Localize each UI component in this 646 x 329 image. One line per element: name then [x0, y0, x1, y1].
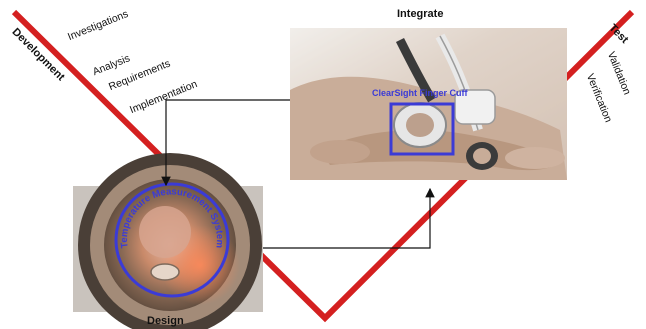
design-title: Design — [147, 315, 184, 327]
integrate-photo-caption: ClearSight Finger Cuff — [372, 88, 468, 98]
integrate-title: Integrate — [397, 8, 443, 20]
integrate-photo — [290, 28, 567, 180]
design-photo — [73, 153, 263, 329]
